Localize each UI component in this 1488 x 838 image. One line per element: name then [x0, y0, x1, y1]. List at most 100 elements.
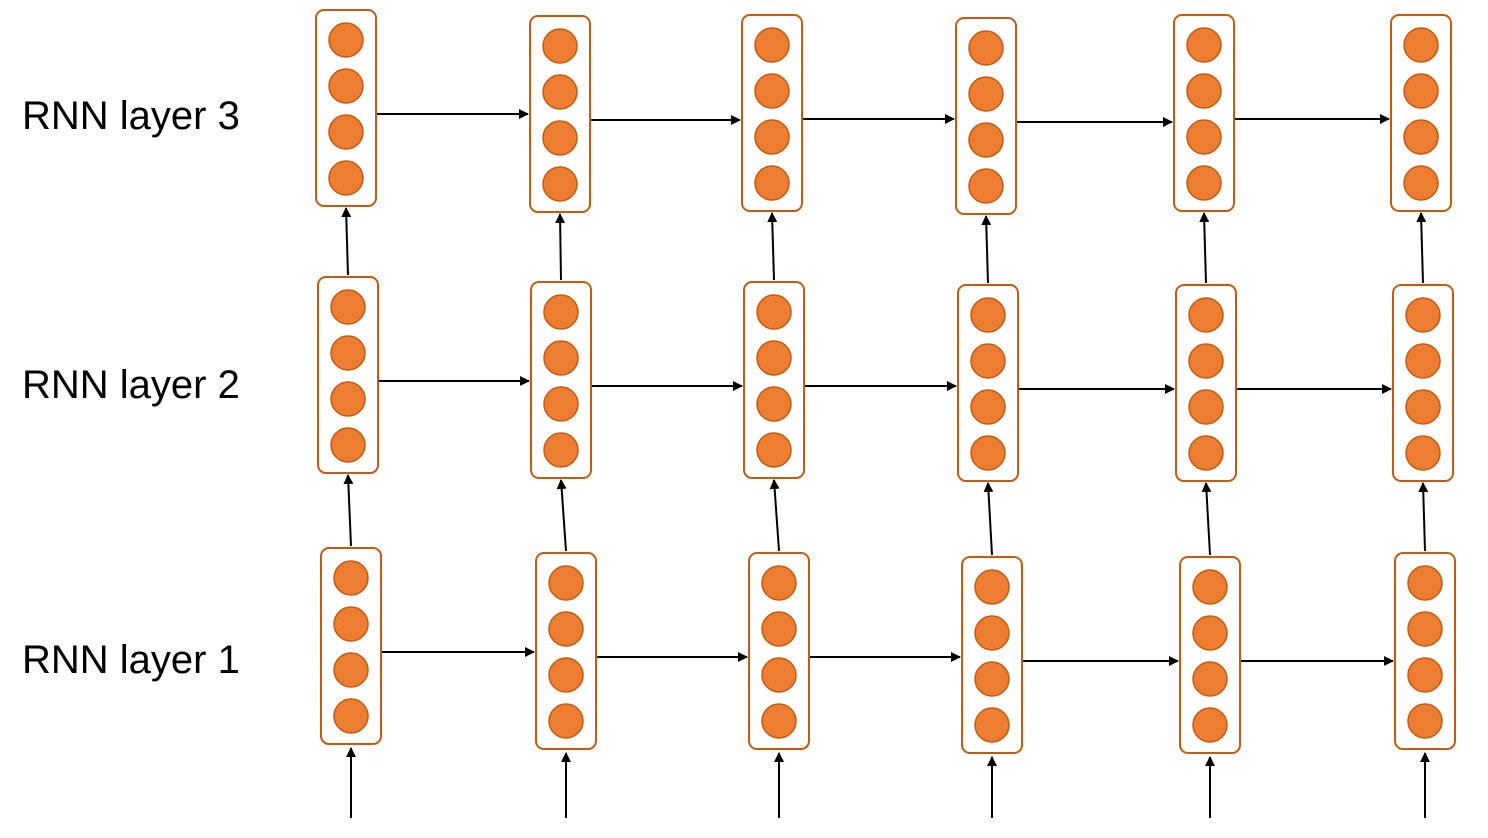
hidden-unit-node: [1192, 569, 1228, 605]
hidden-unit-node: [543, 386, 579, 422]
cell-border: [535, 552, 597, 750]
vertical-arrow-layer1-to-2-t6: [1418, 482, 1429, 552]
cells-group: [315, 9, 1456, 754]
hidden-unit-node: [542, 120, 578, 156]
rnn-cell-layer3-t4: [955, 17, 1017, 215]
hidden-unit-node: [328, 160, 364, 196]
hidden-unit-node: [333, 560, 369, 596]
cell-border: [529, 15, 591, 213]
rnn-cell-layer3-t5: [1173, 14, 1235, 212]
hidden-unit-node: [761, 611, 797, 647]
hidden-unit-node: [548, 657, 584, 693]
vertical-arrow-layer2-to-3-t1: [341, 207, 352, 276]
hidden-unit-node: [1407, 611, 1443, 647]
hidden-unit-node: [548, 565, 584, 601]
cell-border: [748, 552, 810, 750]
cell-border: [1390, 14, 1452, 212]
hidden-unit-node: [974, 707, 1010, 743]
hidden-unit-node: [328, 68, 364, 104]
rnn-cell-layer2-t2: [530, 281, 592, 479]
hidden-unit-node: [333, 652, 369, 688]
hidden-unit-node: [761, 657, 797, 693]
rnn-cell-layer2-t3: [743, 281, 805, 479]
rnn-cell-layer3-t6: [1390, 14, 1452, 212]
hidden-unit-node: [1188, 389, 1224, 425]
vertical-arrow-layer1-to-2-t5: [1201, 482, 1212, 556]
hidden-unit-node: [1192, 615, 1228, 651]
hidden-unit-node: [330, 427, 366, 463]
hidden-unit-node: [974, 615, 1010, 651]
hidden-unit-node: [754, 165, 790, 201]
hidden-unit-node: [756, 340, 792, 376]
cell-border: [741, 14, 803, 212]
rnn-cell-layer1-t3: [748, 552, 810, 750]
hidden-unit-node: [1405, 389, 1441, 425]
hidden-unit-node: [968, 76, 1004, 112]
cell-border: [530, 281, 592, 479]
hidden-unit-node: [333, 606, 369, 642]
cell-border: [1175, 284, 1237, 482]
vertical-arrow-layer2-to-3-t5: [1199, 212, 1210, 284]
rnn-cell-layer2-t6: [1392, 284, 1454, 482]
cell-border: [961, 556, 1023, 754]
hidden-unit-node: [1405, 435, 1441, 471]
hidden-unit-node: [968, 122, 1004, 158]
hidden-unit-node: [754, 73, 790, 109]
layer-2-label: RNN layer 2: [22, 363, 240, 407]
hidden-unit-node: [1186, 73, 1222, 109]
vertical-arrow-layer2-to-3-t4: [981, 215, 992, 284]
hidden-unit-node: [330, 289, 366, 325]
hidden-unit-node: [542, 166, 578, 202]
cell-border: [743, 281, 805, 479]
hidden-unit-node: [970, 389, 1006, 425]
hidden-unit-node: [1192, 707, 1228, 743]
hidden-unit-node: [1188, 297, 1224, 333]
vertical-arrow-layer2-to-3-t6: [1416, 212, 1427, 284]
hidden-unit-node: [970, 343, 1006, 379]
hidden-unit-node: [328, 22, 364, 58]
hidden-unit-node: [1192, 661, 1228, 697]
hidden-unit-node: [542, 28, 578, 64]
hidden-unit-node: [542, 74, 578, 110]
hidden-unit-node: [754, 119, 790, 155]
rnn-cell-layer1-t5: [1179, 556, 1241, 754]
vertical-arrow-layer2-to-3-t3: [767, 212, 778, 281]
hidden-unit-node: [970, 297, 1006, 333]
rnn-cell-layer1-t4: [961, 556, 1023, 754]
hidden-unit-node: [330, 381, 366, 417]
hidden-unit-node: [1403, 165, 1439, 201]
hidden-unit-node: [968, 30, 1004, 66]
hidden-unit-node: [548, 611, 584, 647]
rnn-cell-layer3-t2: [529, 15, 591, 213]
hidden-unit-node: [761, 703, 797, 739]
cell-border: [955, 17, 1017, 215]
cell-border: [1392, 284, 1454, 482]
cell-border: [320, 547, 382, 745]
hidden-unit-node: [1403, 119, 1439, 155]
hidden-unit-node: [1186, 27, 1222, 63]
hidden-unit-node: [1405, 297, 1441, 333]
hidden-unit-node: [1407, 657, 1443, 693]
hidden-unit-node: [543, 294, 579, 330]
rnn-cell-layer3-t1: [315, 9, 377, 207]
hidden-unit-node: [1186, 165, 1222, 201]
vertical-arrow-layer2-to-3-t2: [555, 213, 566, 281]
hidden-unit-node: [756, 294, 792, 330]
vertical-arrow-layer1-to-2-t2: [556, 479, 567, 552]
rnn-cell-layer3-t3: [741, 14, 803, 212]
hidden-unit-node: [974, 661, 1010, 697]
hidden-unit-node: [761, 565, 797, 601]
hidden-unit-node: [330, 335, 366, 371]
hidden-unit-node: [1407, 565, 1443, 601]
hidden-unit-node: [543, 432, 579, 468]
hidden-unit-node: [756, 432, 792, 468]
hidden-unit-node: [756, 386, 792, 422]
vertical-arrow-layer1-to-2-t1: [343, 474, 354, 547]
rnn-cell-layer2-t1: [317, 276, 379, 474]
rnn-cell-layer1-t2: [535, 552, 597, 750]
hidden-unit-node: [1188, 435, 1224, 471]
hidden-unit-node: [974, 569, 1010, 605]
vertical-arrow-layer1-to-2-t4: [983, 482, 994, 556]
cell-border: [957, 284, 1019, 482]
